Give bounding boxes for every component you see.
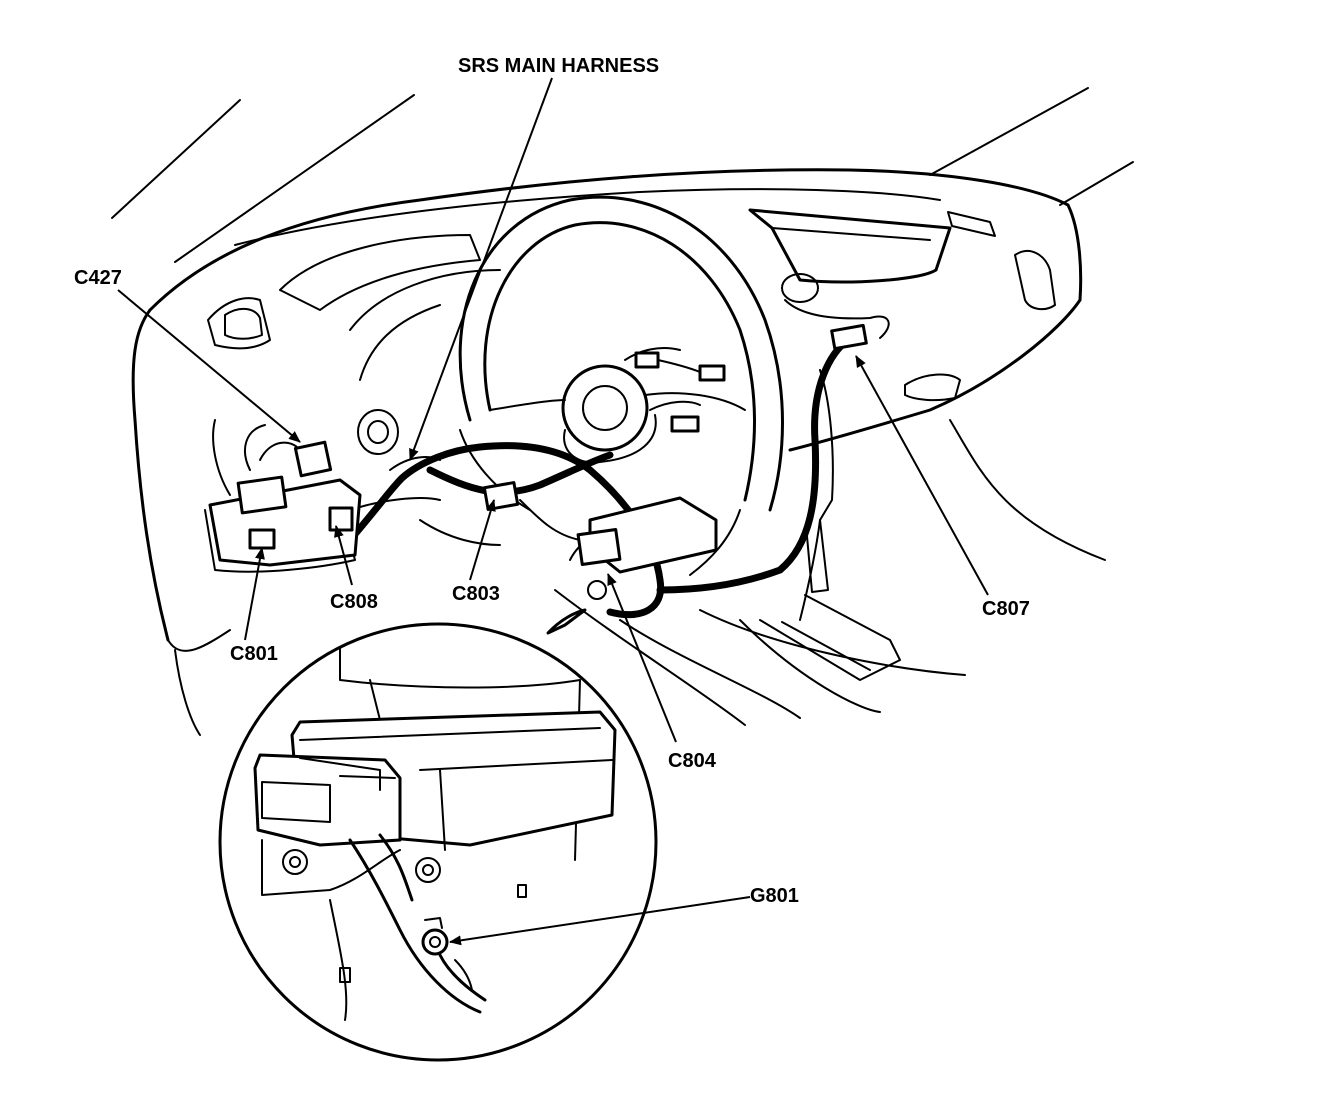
- connector-c801: [248, 528, 276, 550]
- leader-c427: [117, 289, 301, 443]
- leader-c804: [607, 573, 677, 743]
- labels: SRS MAIN HARNESS C427 C808 C801 C803 C80…: [74, 55, 1030, 907]
- ground-g801-bolt: [587, 580, 607, 600]
- leader-harness: [409, 77, 553, 461]
- label-srs-main-harness: SRS MAIN HARNESS: [458, 55, 659, 77]
- connector-c804: [576, 528, 622, 566]
- label-c808: C808: [330, 591, 378, 613]
- leader-c801: [244, 547, 265, 641]
- connector-c427: [293, 440, 333, 478]
- connectors: [208, 323, 868, 600]
- leader-c807: [855, 355, 989, 596]
- connector-c427-mate: [236, 475, 288, 515]
- dashboard-outline: [111, 87, 1134, 736]
- connector-c807: [830, 323, 868, 351]
- label-c803: C803: [452, 583, 500, 605]
- detail-view: [218, 608, 658, 1062]
- label-c427: C427: [74, 267, 122, 289]
- label-c804: C804: [668, 750, 717, 772]
- connector-c808: [328, 506, 354, 532]
- leader-lines: [117, 77, 989, 946]
- leader-c803: [469, 499, 496, 581]
- label-c807: C807: [982, 598, 1030, 620]
- label-c801: C801: [230, 643, 278, 665]
- leader-c808: [334, 525, 353, 586]
- connector-c803: [482, 481, 520, 511]
- leader-g801: [449, 896, 751, 946]
- steering-wheel: [458, 195, 784, 576]
- label-g801: G801: [750, 885, 799, 907]
